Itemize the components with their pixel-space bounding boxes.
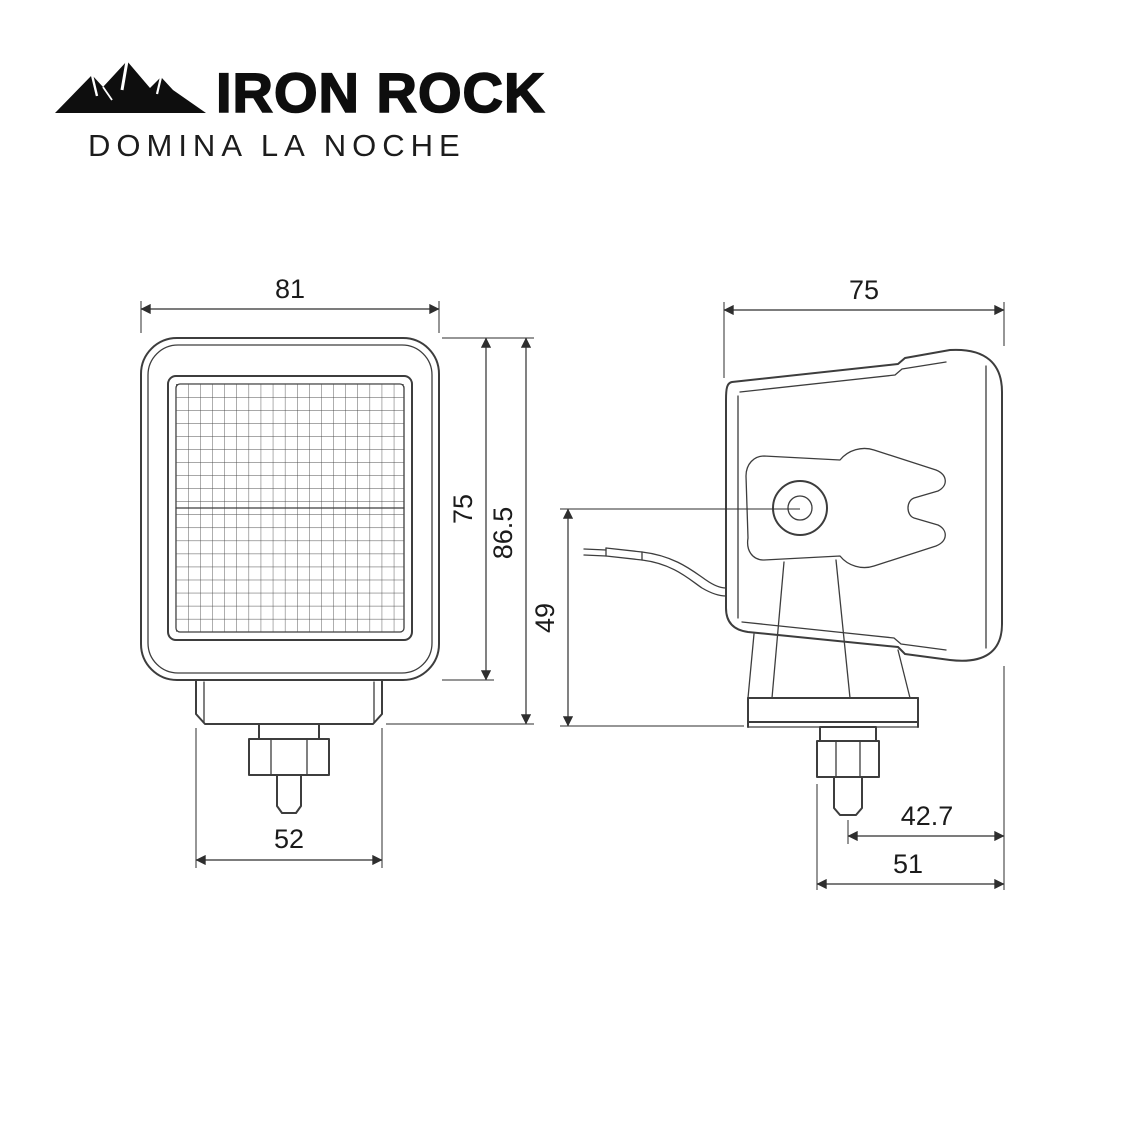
power-cable (583, 547, 727, 597)
dim-front-width: 81 (140, 274, 440, 333)
mountains-icon (55, 60, 206, 113)
pivot-bolt-outer (772, 480, 828, 536)
front-lamp-body (140, 337, 440, 681)
dim-front-bracket-width: 52 (195, 728, 383, 868)
side-lamp-body (725, 348, 1003, 662)
dim-label-base-offset: 51 (893, 849, 923, 879)
dim-front-total-height: 86.5 (386, 337, 534, 725)
front-view: 81 75 86.5 52 (140, 274, 534, 868)
front-bracket (195, 679, 383, 725)
pivot-bolt-inner (787, 495, 813, 521)
dim-label-side-depth: 75 (849, 275, 879, 305)
dim-side-base-offset: 51 (816, 666, 1005, 890)
brand-name: IRON ROCK (216, 61, 545, 124)
side-bracket-base (747, 633, 919, 728)
dim-label-front-total-height: 86.5 (488, 507, 518, 560)
dim-label-side-height: 49 (530, 603, 560, 633)
brand-tagline: DOMINA LA NOCHE (88, 128, 466, 163)
front-mounting-bolt (248, 723, 330, 814)
connector-pins-icon (583, 548, 607, 557)
side-view: 75 49 42.7 51 (530, 275, 1005, 890)
dim-label-bolt-offset: 42.7 (901, 801, 954, 831)
dim-label-front-bracket-width: 52 (274, 824, 304, 854)
dim-side-bolt-offset: 42.7 (847, 801, 1005, 844)
side-mounting-bolt (816, 726, 880, 816)
dim-label-front-body-height: 75 (448, 494, 478, 524)
dim-side-depth: 75 (723, 275, 1005, 378)
dim-front-body-height: 75 (442, 337, 494, 681)
side-bracket-knuckle (745, 447, 946, 699)
brand-logo: IRON ROCK DOMINA LA NOCHE (55, 60, 545, 163)
dim-label-front-width: 81 (275, 274, 305, 304)
dim-side-height-49: 49 (530, 508, 800, 727)
lens-outer (167, 375, 413, 641)
